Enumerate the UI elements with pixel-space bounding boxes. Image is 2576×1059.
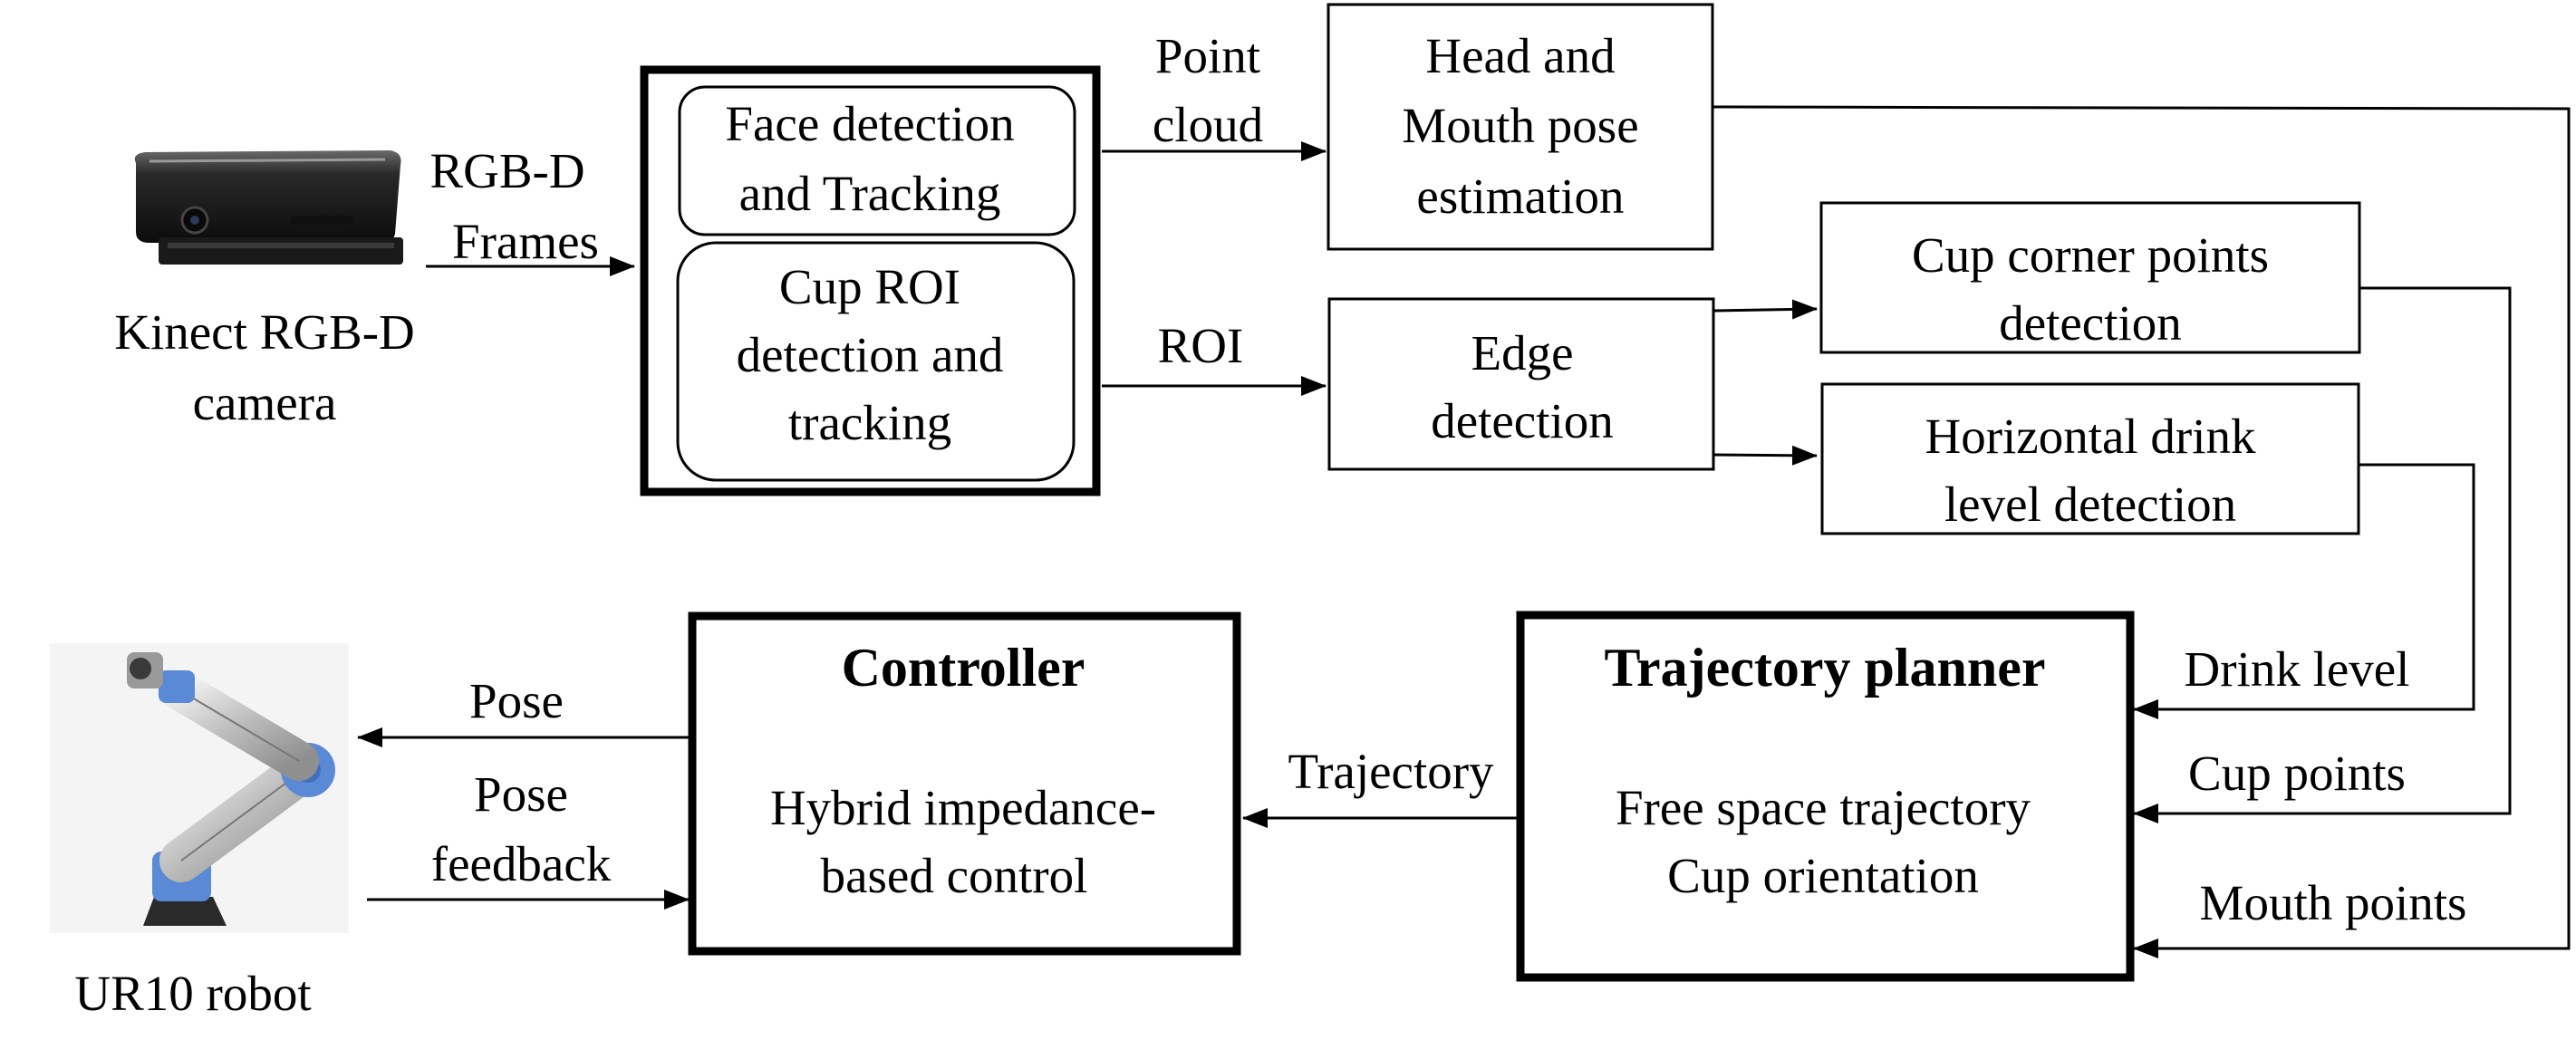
controller-title: Controller (842, 638, 1085, 698)
face-detection-box (678, 85, 1076, 236)
drink-level-detection-label-line2: level detection (1944, 477, 2236, 532)
kinect-label-line2: camera (193, 375, 337, 430)
cup-corner-label-line2: detection (1999, 295, 2182, 351)
ur10-robot-label: UR10 robot (74, 966, 311, 1021)
trajectory-planner-line2: Cup orientation (1667, 848, 1979, 903)
drink-level-detection-box (1820, 382, 2360, 535)
rgbd-frames-label-line2: Frames (452, 214, 599, 269)
cup-points-label: Cup points (2188, 746, 2406, 801)
controller-line1: Hybrid impedance- (770, 780, 1156, 835)
drink-level-detection-label-line1: Horizontal drink (1925, 409, 2256, 464)
face-detection-label-line2: and Tracking (739, 166, 1001, 221)
kinect-camera-icon (134, 150, 403, 265)
point-cloud-label-line1: Point (1155, 28, 1260, 83)
head-mouth-pose-box (1327, 3, 1714, 251)
pose-feedback-label-line1: Pose (474, 766, 568, 822)
cup-roi-label-line3: tracking (788, 395, 951, 450)
mouth-points-label: Mouth points (2200, 875, 2467, 930)
cup-roi-box (676, 241, 1076, 482)
trajectory-planner-block (1516, 611, 2135, 982)
cup-roi-label-line2: detection and (737, 327, 1004, 382)
edge-detection-label-line2: detection (1431, 393, 1614, 448)
rgbd-frames-label-line1: RGB-D (429, 143, 584, 198)
trajectory-planner-title: Trajectory planner (1604, 638, 2045, 698)
cup-corner-label-line1: Cup corner points (1912, 227, 2269, 283)
trajectory-label: Trajectory (1288, 744, 1494, 799)
controller-line2: based control (821, 848, 1088, 903)
drink-level-wire (2133, 463, 2475, 719)
cup-roi-label-line1: Cup ROI (779, 259, 960, 314)
mouth-points-wire (1712, 105, 2571, 958)
ur10-robot-icon (50, 643, 349, 933)
drink-level-label: Drink level (2185, 641, 2410, 697)
kinect-label-line1: Kinect RGB-D (114, 304, 414, 360)
pose-label: Pose (469, 673, 564, 728)
head-pose-label-line2: Mouth pose (1402, 98, 1638, 153)
edge-to-cup-corner-arrow (1713, 299, 1818, 320)
pose-feedback-label-line2: feedback (431, 836, 612, 891)
face-detection-label-line1: Face detection (725, 96, 1014, 151)
head-pose-label-line3: estimation (1416, 168, 1624, 224)
cup-points-wire (2133, 286, 2512, 823)
edge-detection-label-line1: Edge (1471, 325, 1573, 380)
edge-detection-box (1327, 297, 1715, 471)
head-pose-label-line1: Head and (1425, 28, 1615, 83)
point-cloud-label-line2: cloud (1153, 97, 1263, 152)
edge-to-drink-level-arrow (1713, 445, 1818, 466)
trajectory-planner-line1: Free space trajectory (1616, 780, 2031, 835)
cup-corner-points-box (1819, 201, 2361, 354)
roi-label: ROI (1158, 318, 1244, 373)
controller-block (688, 611, 1241, 956)
